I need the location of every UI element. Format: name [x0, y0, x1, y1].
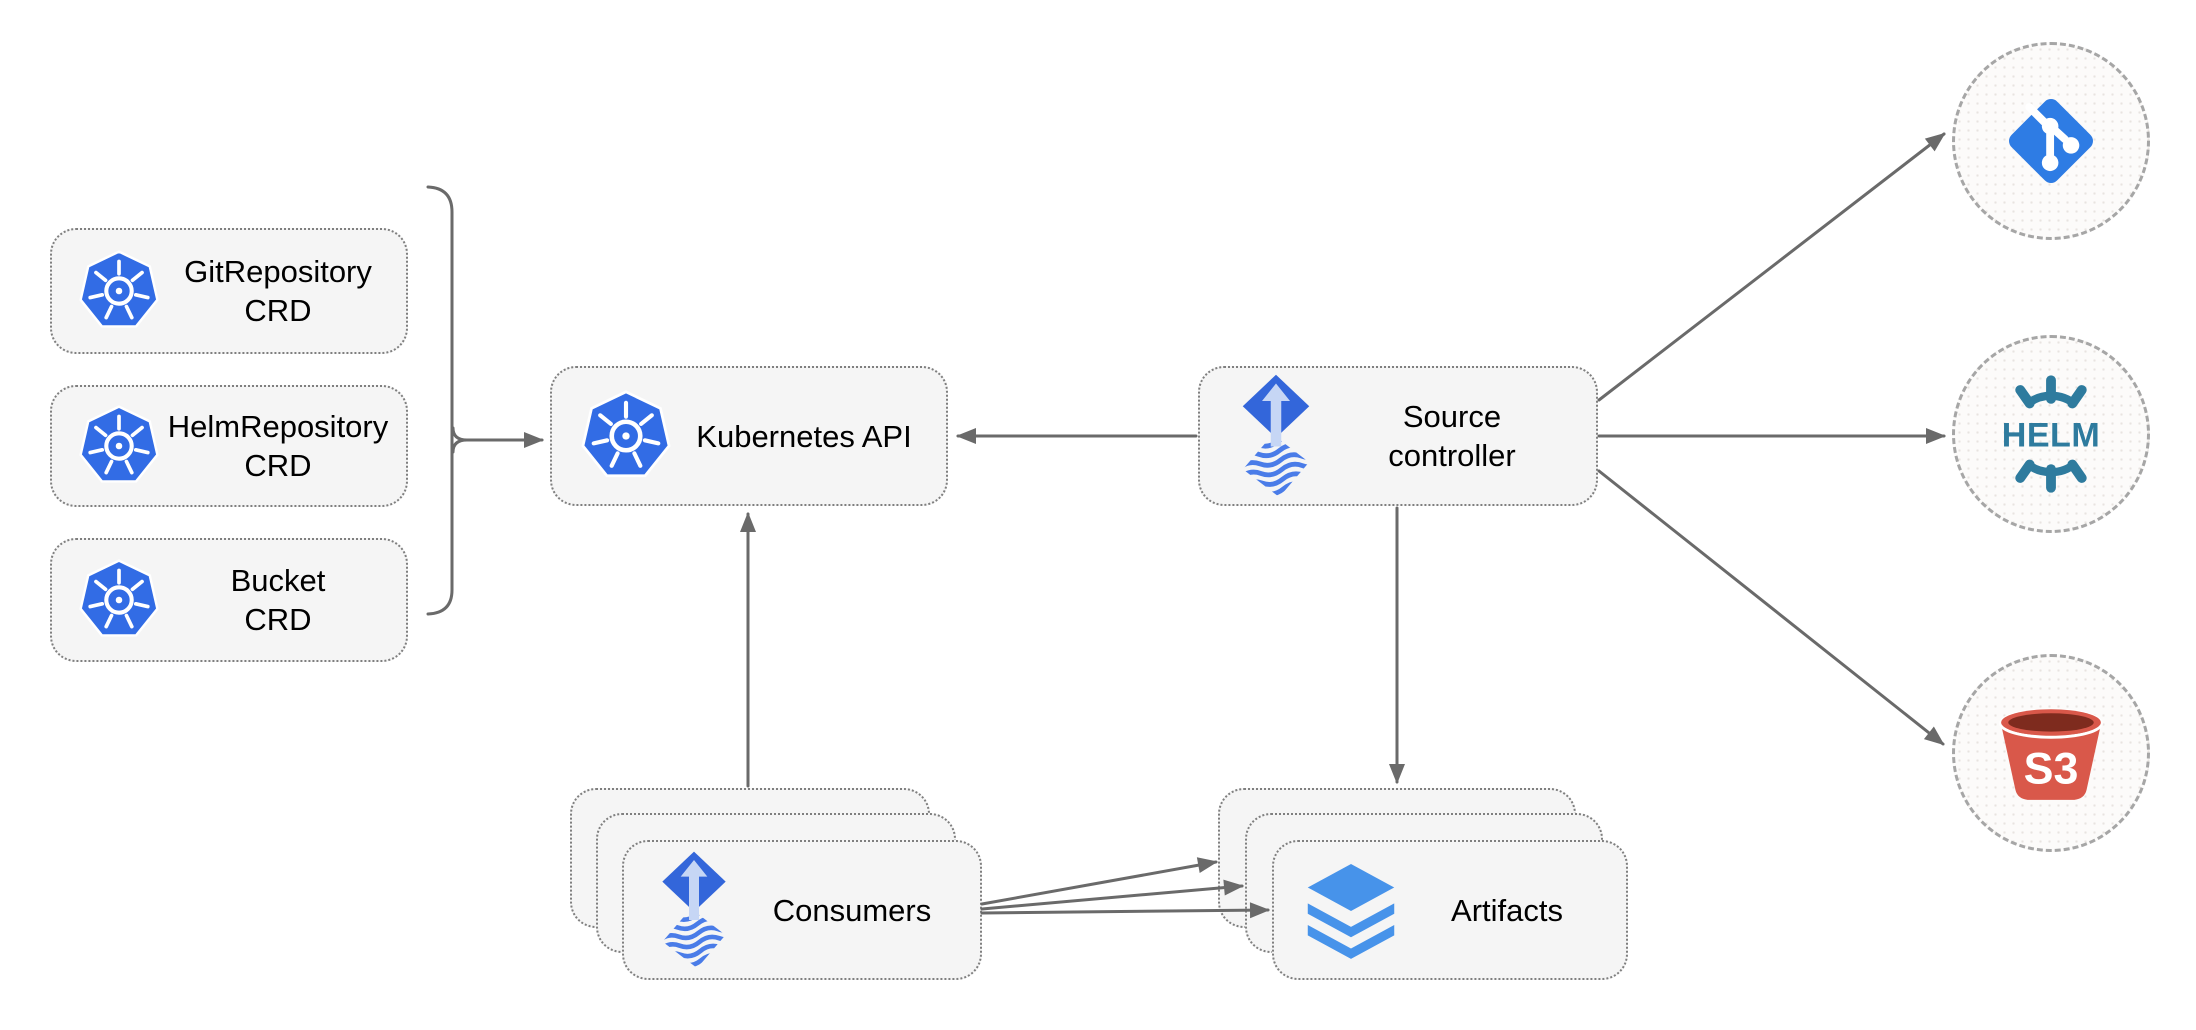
- node-label: Source controller: [1318, 397, 1596, 475]
- node-label: GitRepository CRD: [160, 252, 406, 330]
- node-bucket-crd: Bucket CRD: [50, 538, 408, 662]
- endpoint-s3: S3: [1952, 654, 2150, 852]
- node-gitrepository-crd: GitRepository CRD: [50, 228, 408, 354]
- helm-text: HELM: [2002, 416, 2101, 454]
- git-icon: [2009, 99, 2093, 183]
- source-controller-label-line1: Source: [1402, 399, 1502, 434]
- crd-label-line2: CRD: [244, 448, 312, 483]
- flux-icon: [1234, 373, 1318, 499]
- crd-label-line1: GitRepository: [184, 254, 372, 289]
- arrow-source-controller-to-s3: [1597, 469, 1945, 746]
- bracket-crd-group: [426, 185, 454, 616]
- endpoint-git: [1952, 42, 2150, 240]
- node-label: Kubernetes API: [696, 418, 912, 454]
- node-kubernetes-api: Kubernetes API: [550, 366, 948, 506]
- arrow-consumers-to-artifacts-1: [980, 857, 1218, 906]
- node-label: Bucket CRD: [160, 561, 406, 639]
- node-label: Consumers: [772, 892, 932, 928]
- kubernetes-icon: [78, 248, 160, 334]
- node-helmrepository-crd: HelmRepository CRD: [50, 385, 408, 507]
- s3-text: S3: [2024, 744, 2079, 794]
- node-source-controller: Source controller: [1198, 366, 1598, 506]
- crd-label-line1: Bucket: [230, 563, 326, 598]
- arrow-consumers-to-artifacts-2: [980, 879, 1244, 911]
- bracket-joint: [451, 438, 469, 454]
- node-artifacts: Artifacts: [1272, 840, 1628, 980]
- layers-icon: [1304, 860, 1398, 960]
- kubernetes-icon: [78, 403, 160, 489]
- node-label: Artifacts: [1451, 892, 1563, 928]
- arrow-crds-to-kubernetes-api: [451, 426, 544, 448]
- node-label: HelmRepository CRD: [160, 407, 406, 485]
- arrow-source-controller-to-git: [1597, 132, 1946, 402]
- crd-label-line2: CRD: [244, 602, 312, 637]
- kubernetes-icon: [580, 388, 672, 484]
- s3-icon: S3: [1999, 708, 2103, 800]
- flux-icon: [654, 850, 734, 970]
- helm-icon: HELM: [2002, 375, 2101, 493]
- kubernetes-icon: [78, 557, 160, 643]
- crd-label-line2: CRD: [244, 293, 312, 328]
- node-consumers: Consumers: [622, 840, 982, 980]
- source-controller-label-line2: controller: [1388, 438, 1516, 473]
- crd-label-line1: HelmRepository: [167, 409, 389, 444]
- endpoint-helm: HELM: [1952, 335, 2150, 533]
